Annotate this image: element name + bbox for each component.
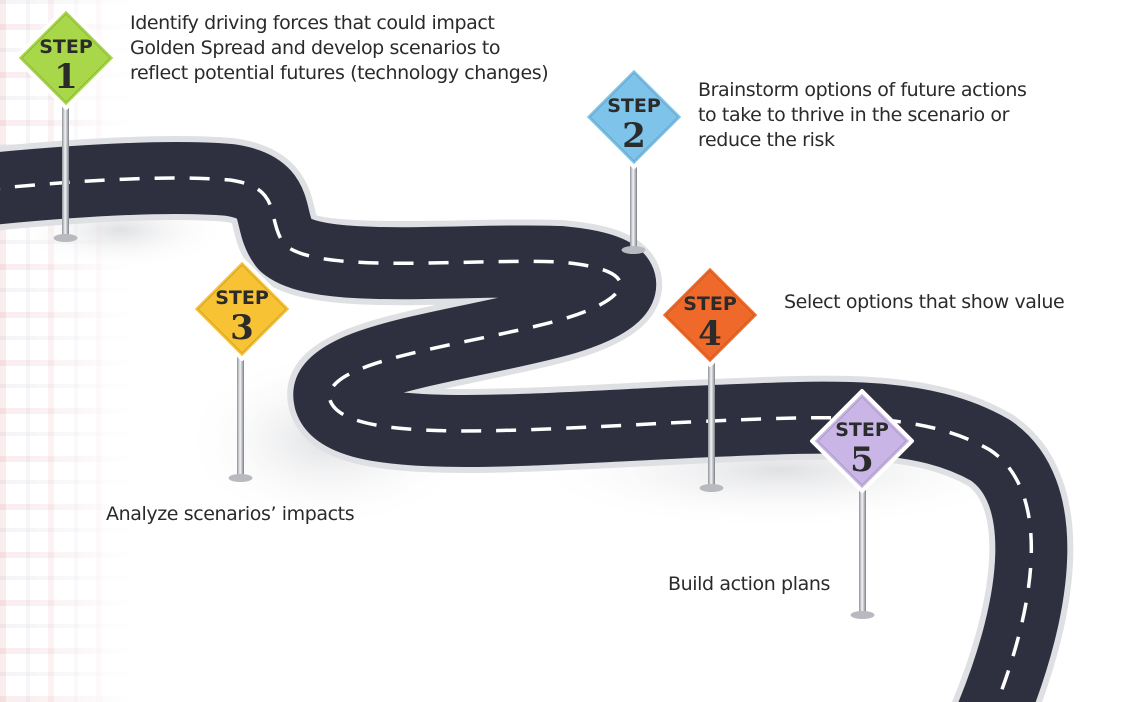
step-1-line-3: reflect potential futures (technology ch… (130, 62, 549, 84)
step-5-sign: STEP 5 (810, 389, 914, 619)
step-4-pole (708, 355, 715, 488)
step-5-label: STEP (835, 419, 889, 441)
step-3-sign: STEP 3 (190, 257, 294, 482)
step-5-diamond (810, 389, 914, 493)
step-3-diamond (190, 257, 294, 361)
step-2-sign: STEP 2 (582, 65, 686, 254)
step-3-label: STEP (215, 287, 269, 309)
step-3-pole (237, 350, 244, 478)
step-1-pole-base (53, 234, 78, 242)
step-3-pole-base (228, 474, 253, 482)
step-2-pole (630, 145, 637, 250)
step-2-line-1: Brainstorm options of future actions (698, 79, 1027, 101)
step-1-line-2: Golden Spread and develop scenarios to (130, 37, 501, 59)
step-1-diamond (14, 6, 118, 110)
step-2-line-3: reduce the risk (698, 129, 835, 151)
road-asphalt (0, 142, 1068, 702)
step-2-diamond (582, 65, 686, 169)
step-1-description: Identify driving forces that could impac… (130, 11, 549, 86)
step-2-line-2: to take to thrive in the scenario or (698, 104, 1010, 126)
step-4-pole-base (699, 484, 724, 492)
step-5-description: Build action plans (668, 572, 830, 597)
step-3-line-1: Analyze scenarios’ impacts (106, 503, 355, 525)
step-1-label: STEP (39, 36, 93, 58)
road (0, 136, 1074, 702)
step-5-pole-base (850, 611, 875, 619)
step-4-diamond (658, 263, 762, 367)
step-3-description: Analyze scenarios’ impacts (106, 502, 355, 527)
step-4-description: Select options that show value (784, 290, 1065, 315)
step-5-line-1: Build action plans (668, 573, 830, 595)
step-4-number: 4 (698, 314, 722, 354)
step-4-line-1: Select options that show value (784, 291, 1065, 313)
step-2-label: STEP (607, 95, 661, 117)
step-2-description: Brainstorm options of future actions to … (698, 78, 1027, 153)
step-1-number: 1 (54, 57, 78, 97)
step-5-number: 5 (850, 440, 874, 480)
step-4-label: STEP (683, 293, 737, 315)
step-1-line-1: Identify driving forces that could impac… (130, 12, 495, 34)
step-2-number: 2 (622, 116, 646, 156)
step-1-pole (62, 95, 69, 238)
step-3-number: 3 (230, 308, 254, 348)
step-2-pole-base (621, 246, 646, 254)
step-5-pole (859, 480, 866, 615)
step-4-sign: STEP 4 (658, 263, 762, 492)
step-1-sign: STEP 1 (14, 6, 118, 242)
